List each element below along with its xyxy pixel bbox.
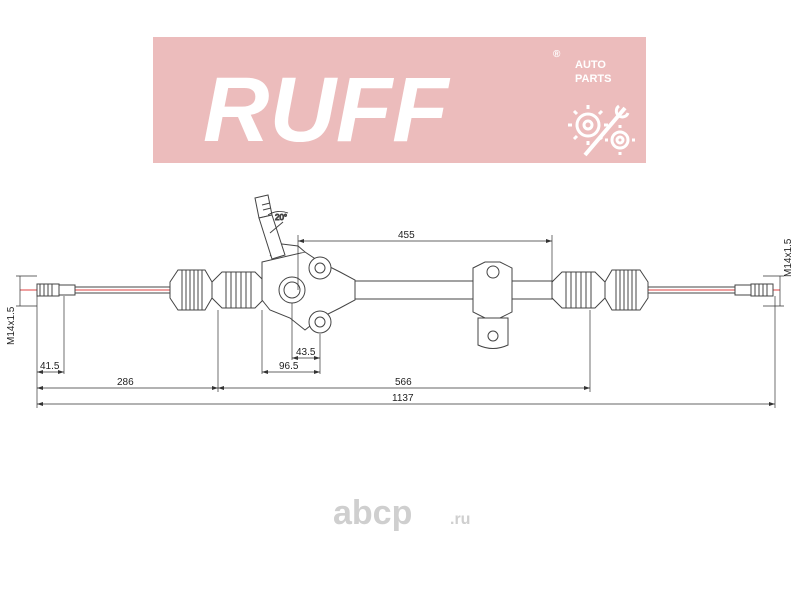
dim-566: 566 xyxy=(395,377,412,388)
dim-thread-right: M14x1.5 xyxy=(783,238,794,277)
dimension-arrows xyxy=(37,239,775,406)
left-boot xyxy=(169,269,266,311)
watermark-suffix: .ru xyxy=(450,511,470,528)
abcp-watermark: abcp .ru xyxy=(333,494,470,532)
dim-41-5: 41.5 xyxy=(40,361,60,372)
logo-background xyxy=(153,37,646,163)
watermark-text: abcp xyxy=(333,494,412,532)
pinion-housing xyxy=(261,243,356,334)
logo-parts-text: PARTS xyxy=(575,73,611,85)
input-shaft: 20° xyxy=(254,194,289,260)
rack-tube xyxy=(354,280,553,300)
dim-thread-left: M14x1.5 xyxy=(6,306,17,345)
logo-registered-mark: ® xyxy=(553,49,561,60)
left-tie-rod xyxy=(36,283,170,297)
dim-43-5: 43.5 xyxy=(296,347,316,358)
dim-286: 286 xyxy=(117,377,134,388)
dim-1137: 1137 xyxy=(392,393,414,404)
shaft-angle-label: 20° xyxy=(275,213,287,222)
ruff-logo: RUFF ® AUTO PARTS xyxy=(153,37,646,163)
right-tie-rod xyxy=(648,283,774,297)
right-boot xyxy=(551,269,649,311)
logo-auto-text: AUTO xyxy=(575,59,606,71)
dim-455: 455 xyxy=(398,230,415,241)
logo-brand-text: RUFF xyxy=(203,59,451,161)
mounting-bracket xyxy=(472,261,513,349)
dim-96-5: 96.5 xyxy=(279,361,299,372)
gears-wrench-icon xyxy=(568,104,635,157)
